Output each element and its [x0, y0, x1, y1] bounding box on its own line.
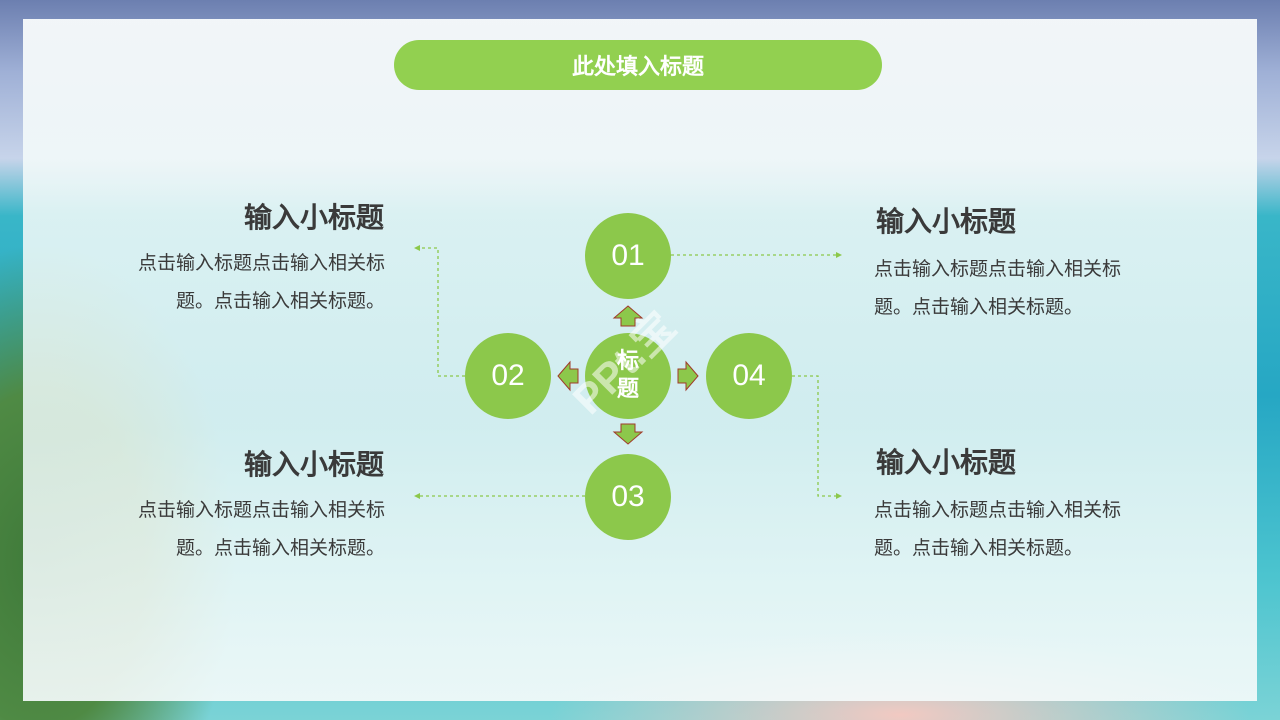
body-lower-right-line2: 题。点击输入相关标题。: [874, 537, 1084, 559]
body-lower-left-line2: 题。点击输入相关标题。: [175, 537, 385, 559]
circle-01-label: 01: [611, 239, 645, 272]
connector-02: [418, 247, 465, 377]
body-lower-left-line1: 点击输入标题点击输入相关标: [137, 499, 385, 521]
arrowhead-03: [414, 493, 420, 499]
body-upper-left[interactable]: 点击输入标题点击输入相关标 题。点击输入相关标题。: [100, 244, 385, 320]
circle-04-label: 04: [732, 359, 766, 392]
center-label-bottom: 题: [616, 377, 639, 402]
circle-03[interactable]: 03: [585, 454, 671, 540]
arrow-left-icon: [557, 360, 579, 392]
circle-02[interactable]: 02: [465, 333, 551, 419]
circle-02-label: 02: [491, 359, 525, 392]
subtitle-lower-right[interactable]: 输入小标题: [876, 446, 1017, 479]
arrow-up-icon: [612, 305, 644, 327]
arrow-down-icon: [612, 423, 644, 445]
body-upper-left-line2: 题。点击输入相关标题。: [175, 290, 385, 312]
body-lower-right[interactable]: 点击输入标题点击输入相关标 题。点击输入相关标题。: [874, 491, 1164, 567]
page-title: 此处填入标题: [571, 55, 704, 80]
body-lower-right-line1: 点击输入标题点击输入相关标: [874, 499, 1122, 521]
arrowhead-01: [836, 252, 842, 258]
circle-03-label: 03: [611, 480, 645, 513]
circle-04[interactable]: 04: [706, 333, 792, 419]
center-title-circle[interactable]: 标 题: [585, 333, 671, 419]
subtitle-lower-left[interactable]: 输入小标题: [243, 448, 384, 481]
arrow-right-icon: [677, 360, 699, 392]
body-upper-left-line1: 点击输入标题点击输入相关标: [137, 252, 385, 274]
arrowhead-04: [836, 493, 842, 499]
body-upper-right-line2: 题。点击输入相关标题。: [874, 296, 1084, 318]
connector-04: [792, 375, 838, 497]
subtitle-upper-right[interactable]: 输入小标题: [876, 205, 1017, 238]
body-lower-left[interactable]: 点击输入标题点击输入相关标 题。点击输入相关标题。: [100, 491, 385, 567]
subtitle-upper-left[interactable]: 输入小标题: [243, 201, 384, 234]
title-banner[interactable]: 此处填入标题: [394, 40, 882, 90]
circle-01[interactable]: 01: [585, 213, 671, 299]
arrowhead-02: [414, 245, 420, 251]
body-upper-right[interactable]: 点击输入标题点击输入相关标 题。点击输入相关标题。: [874, 250, 1164, 326]
body-upper-right-line1: 点击输入标题点击输入相关标: [874, 258, 1122, 280]
center-label-top: 标: [616, 349, 639, 374]
